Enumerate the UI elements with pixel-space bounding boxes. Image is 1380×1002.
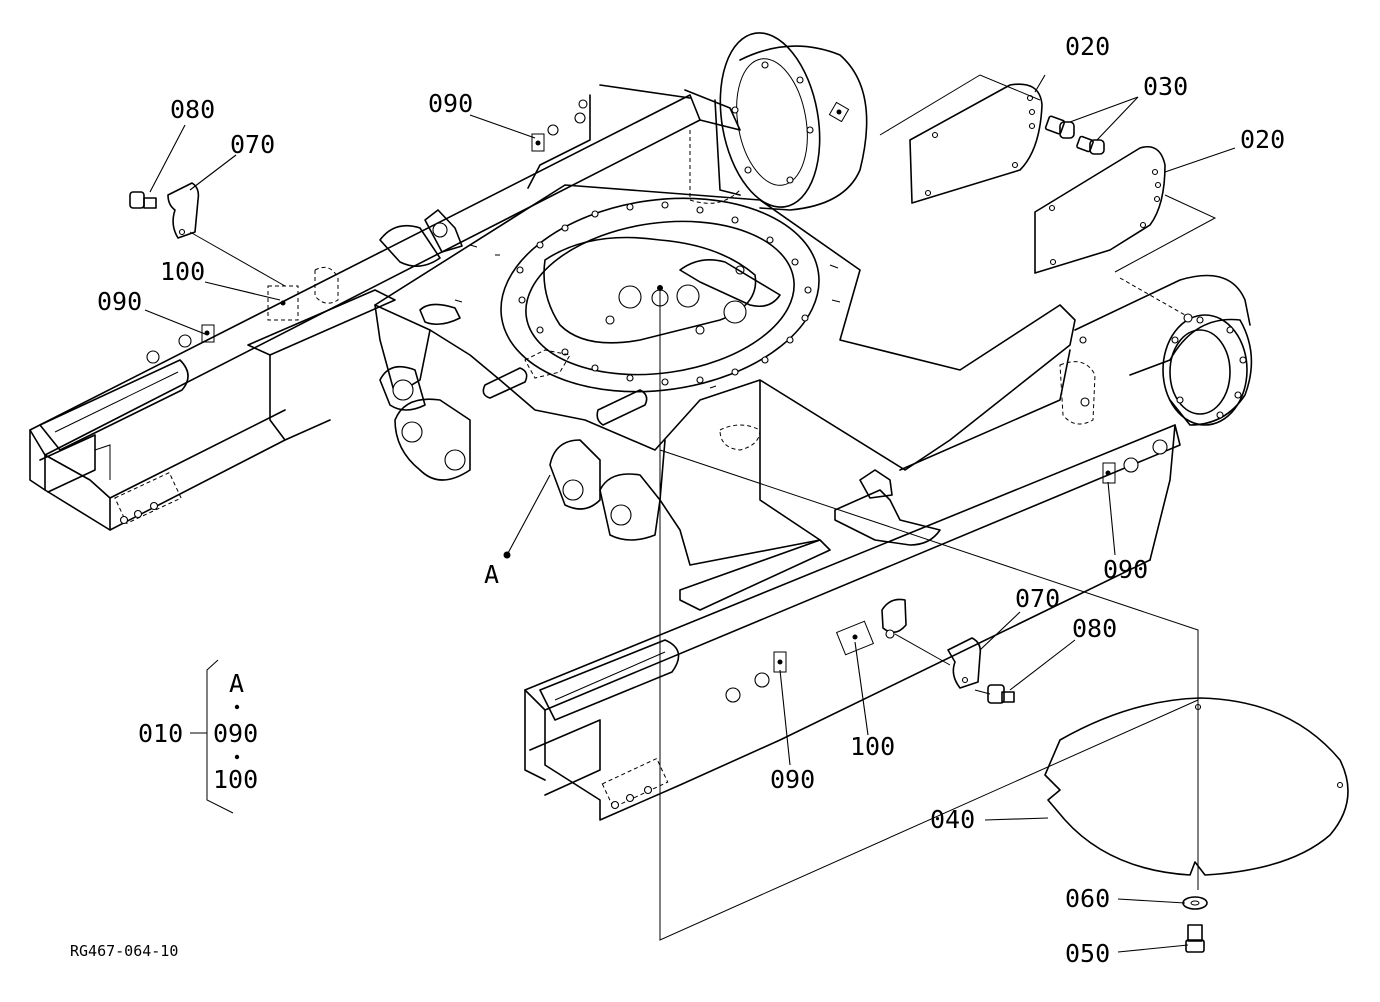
callout-080-lower: 080 — [1072, 614, 1117, 643]
plate-070-lower — [947, 637, 982, 689]
callout-020-lower: 020 — [1240, 125, 1285, 154]
bolt-080-upper — [129, 191, 157, 209]
rear-idler-bracket — [689, 32, 868, 211]
center-frame — [374, 184, 1076, 611]
callout-090-left: 090 — [97, 287, 142, 316]
assembly-bracket — [190, 659, 240, 814]
callout-090-right: 090 — [1103, 555, 1148, 584]
callout-080-upper: 080 — [170, 95, 215, 124]
cover-plate-020-upper — [909, 83, 1043, 204]
callout-070-lower: 070 — [1015, 584, 1060, 613]
cover-plate-020-lower — [1034, 146, 1166, 274]
assembly-parent-number: 010 — [138, 719, 183, 748]
assembly-member-090: 090 — [213, 719, 258, 748]
cover-020-lower-holes — [1048, 168, 1162, 266]
right-side-frame — [524, 274, 1253, 821]
callout-090-bottom: 090 — [770, 765, 815, 794]
plate-070-upper — [167, 182, 200, 239]
cover-plate-040 — [1044, 697, 1349, 876]
bolt-circle-holes — [516, 201, 812, 386]
callout-030: 030 — [1143, 72, 1188, 101]
bolt-030 — [1044, 115, 1105, 155]
assembly-member-100: 100 — [213, 765, 258, 794]
callout-070-upper: 070 — [230, 130, 275, 159]
callout-050: 050 — [1065, 939, 1110, 968]
callout-020-upper: 020 — [1065, 32, 1110, 61]
callout-090-top: 090 — [428, 89, 473, 118]
leader-lines — [144, 74, 1236, 953]
cover-020-upper-holes — [924, 94, 1036, 197]
left-side-frame — [29, 84, 741, 531]
drawing-code: RG467-064-10 — [70, 942, 178, 960]
callout-060: 060 — [1065, 884, 1110, 913]
callout-040: 040 — [930, 805, 975, 834]
bolt-080-lower — [987, 684, 1015, 704]
callout-100-center: 100 — [850, 732, 895, 761]
bolt-050 — [1185, 924, 1205, 953]
assembly-member-a: A — [229, 669, 244, 698]
washer-060 — [1182, 896, 1208, 910]
callout-A-point: A — [484, 560, 499, 589]
callout-100-left: 100 — [160, 257, 205, 286]
